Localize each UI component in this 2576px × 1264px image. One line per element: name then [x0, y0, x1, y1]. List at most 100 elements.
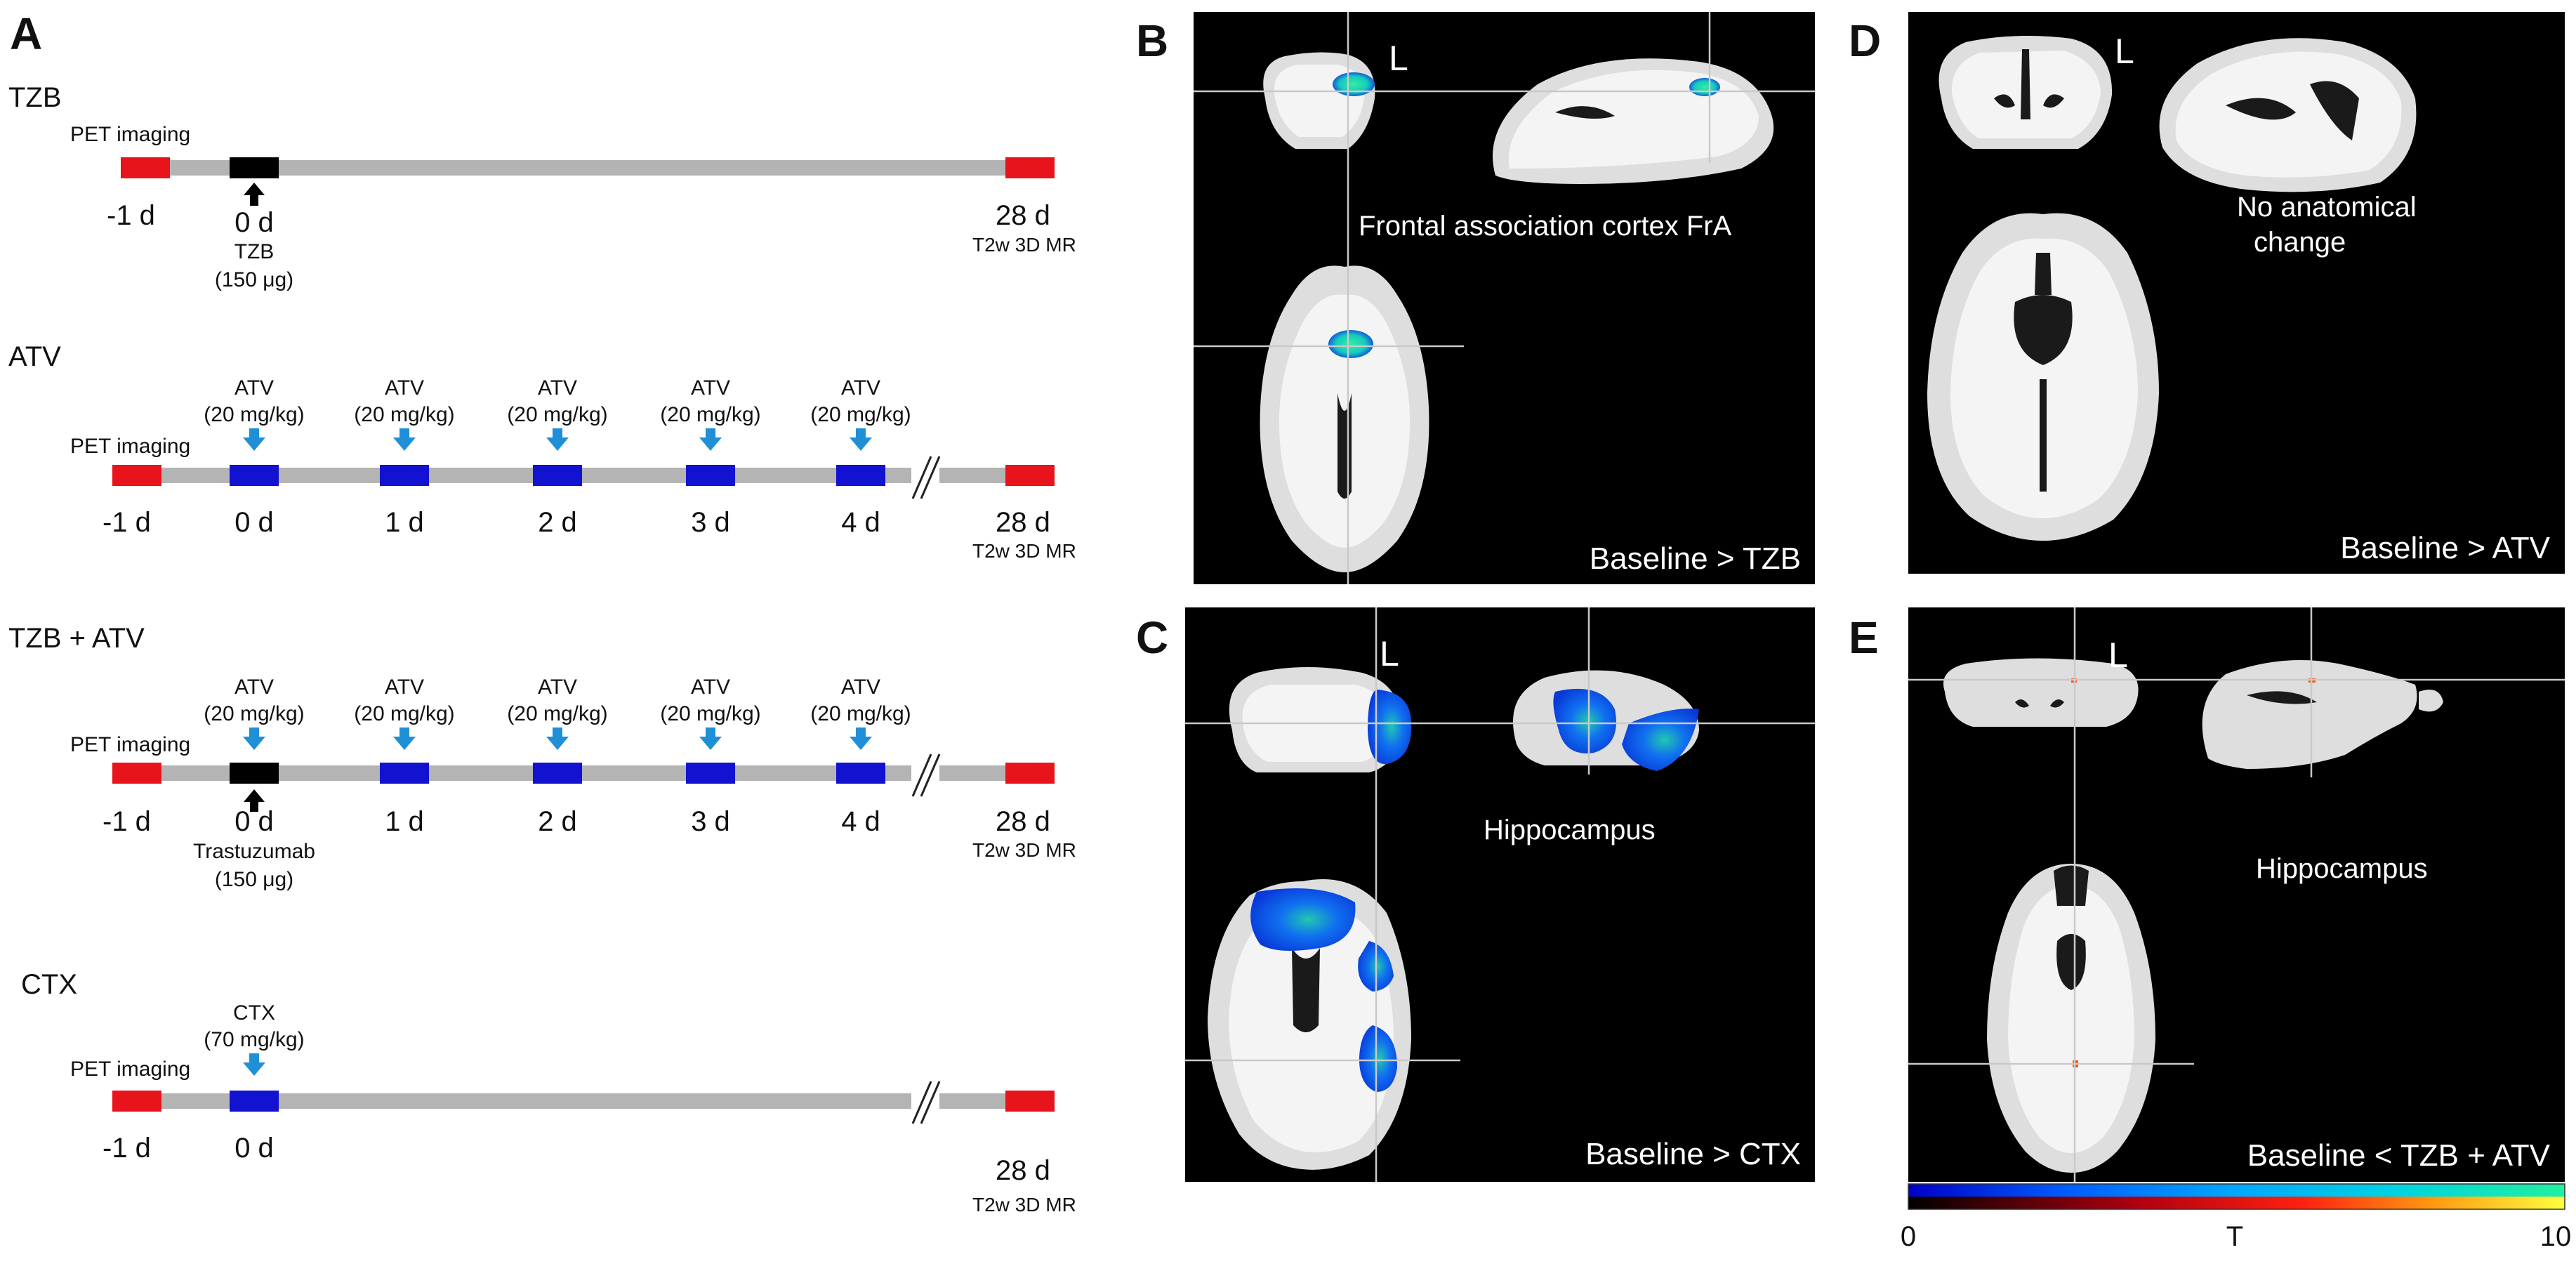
arrow-down-icon — [699, 428, 722, 451]
drug-marker — [380, 465, 429, 486]
mr-label: T2w 3D MR — [972, 540, 1076, 562]
brain-axial-slice — [1260, 265, 1429, 572]
drug-dose: (20 mg/kg) — [204, 702, 304, 725]
drug-marker — [230, 465, 279, 486]
brain-coronal-slice — [1938, 36, 2113, 149]
day-label-28: 28 d — [996, 806, 1050, 837]
orientation-label: L — [1380, 634, 1399, 673]
dose-4: ATV (20 mg/kg) 4 d — [810, 376, 911, 538]
day-label-minus1: -1 d — [103, 1133, 151, 1164]
drug-name: ATV — [691, 376, 730, 400]
drug-name: ATV — [235, 376, 274, 400]
brain-sagittal-slice — [1493, 58, 1774, 184]
pet-marker-end — [1005, 763, 1055, 784]
region-label-line2: change — [2254, 227, 2346, 258]
timeline-atv: ATV PET imaging ATV (20 mg/kg) 0 d ATV (… — [8, 341, 1076, 562]
brain-axial-slice — [1987, 864, 2155, 1173]
drug-name: ATV — [841, 376, 880, 400]
dose-2: ATV (20 mg/kg) 2 d — [507, 676, 607, 837]
day-label: 3 d — [691, 806, 730, 837]
mr-label: T2w 3D MR — [972, 234, 1076, 256]
arrow-down-icon — [699, 728, 722, 750]
panel-a: A TZB PET imaging -1 d 0 d TZB (150 μg) … — [8, 8, 1076, 1216]
arrow-down-icon — [546, 728, 569, 750]
activation-blob — [1359, 1025, 1397, 1092]
arrow-down-icon — [850, 428, 872, 451]
drug-dose: (20 mg/kg) — [354, 403, 454, 426]
region-label: Hippocampus — [1484, 815, 1656, 845]
brain-coronal-slice — [1263, 52, 1375, 149]
day-label-28: 28 d — [996, 1155, 1050, 1186]
day-label: 1 d — [385, 507, 424, 538]
drug-marker-trastuzumab — [230, 763, 279, 784]
drug-dose: (20 mg/kg) — [810, 702, 911, 725]
pet-marker-end — [1005, 465, 1055, 486]
colorbar-scale-positive — [1908, 1197, 2565, 1209]
mr-label: T2w 3D MR — [972, 1194, 1076, 1216]
day-label: 4 d — [841, 806, 880, 837]
drug-dose: (70 mg/kg) — [204, 1028, 304, 1051]
drug-marker — [380, 763, 429, 784]
drug-dose: (150 μg) — [215, 268, 293, 291]
panel-e-letter: E — [1849, 612, 1879, 663]
activation-blob — [1250, 888, 1356, 951]
pet-marker-start — [112, 1091, 161, 1112]
drug-dose: (20 mg/kg) — [204, 403, 304, 426]
activation-blob — [1689, 78, 1720, 96]
activation-blob — [1553, 688, 1616, 753]
colorbar: 0 T 10 — [1901, 1183, 2572, 1252]
contrast-label: Baseline > TZB — [1590, 541, 1801, 576]
day-label-0: 0 d — [235, 1133, 274, 1164]
activation-blob — [1368, 690, 1412, 765]
day-label-minus1: -1 d — [107, 200, 155, 231]
day-label: 0 d — [235, 507, 274, 538]
arrow-down-icon — [393, 728, 416, 750]
day-label: 3 d — [691, 507, 730, 538]
pet-imaging-label: PET imaging — [70, 435, 190, 458]
group-label-tzb-atv: TZB + ATV — [8, 623, 145, 654]
pet-imaging-label: PET imaging — [70, 1058, 190, 1081]
brain-sagittal-slice — [1513, 670, 1699, 771]
brain-axial-slice — [1927, 213, 2159, 541]
drug-name: ATV — [841, 676, 880, 699]
panel-c: C L Hippocampus Baseline > CTX — [1136, 607, 1815, 1182]
pet-marker-start — [121, 157, 170, 178]
region-label: Hippocampus — [2256, 853, 2428, 884]
orientation-label: L — [1389, 39, 1408, 78]
mr-label: T2w 3D MR — [972, 839, 1076, 861]
dose-1: ATV (20 mg/kg) 1 d — [354, 676, 454, 837]
group-label-tzb: TZB — [8, 82, 62, 113]
arrow-down-icon — [243, 728, 265, 750]
drug-dose: (20 mg/kg) — [507, 702, 607, 725]
colorbar-min-label: 0 — [1901, 1221, 1916, 1252]
colorbar-unit-label: T — [2226, 1221, 2243, 1252]
axis-break-icon — [911, 1081, 941, 1124]
drug-name: ATV — [385, 676, 424, 699]
dose-0: ATV (20 mg/kg) 0 d — [204, 376, 304, 538]
orientation-label: L — [2108, 636, 2128, 675]
pet-marker-end — [1005, 157, 1055, 178]
panel-d-letter: D — [1849, 15, 1881, 66]
pet-imaging-label: PET imaging — [70, 123, 190, 146]
timeline-ctx: CTX CTX (70 mg/kg) PET imaging -1 d 0 d … — [21, 969, 1076, 1216]
extra-drug-name: Trastuzumab — [193, 840, 315, 863]
drug-marker — [686, 465, 735, 486]
arrow-down-icon — [850, 728, 872, 750]
colorbar-max-label: 10 — [2540, 1221, 2572, 1252]
day-label-0: 0 d — [235, 207, 274, 238]
dose-0: ATV (20 mg/kg) 0 d Trastuzumab (150 μg) — [193, 676, 315, 891]
brain-coronal-slice — [1229, 667, 1412, 772]
brain-axial-slice — [1208, 879, 1411, 1170]
activation-blob — [1622, 709, 1699, 771]
dose-1: ATV (20 mg/kg) 1 d — [354, 376, 454, 538]
timeline-tzb: TZB PET imaging -1 d 0 d TZB (150 μg) 28… — [8, 82, 1076, 291]
arrow-down-icon — [393, 428, 416, 451]
timeline-bar — [112, 468, 1055, 483]
drug-name: ATV — [538, 676, 577, 699]
activation-blob — [1333, 72, 1375, 96]
drug-marker — [533, 465, 582, 486]
day-label: 2 d — [538, 806, 577, 837]
drug-dose: (20 mg/kg) — [507, 403, 607, 426]
colorbar-frame — [1908, 1183, 2565, 1210]
panel-e: E L Hippocampus Baseline < TZB + ATV — [1849, 607, 2565, 1182]
